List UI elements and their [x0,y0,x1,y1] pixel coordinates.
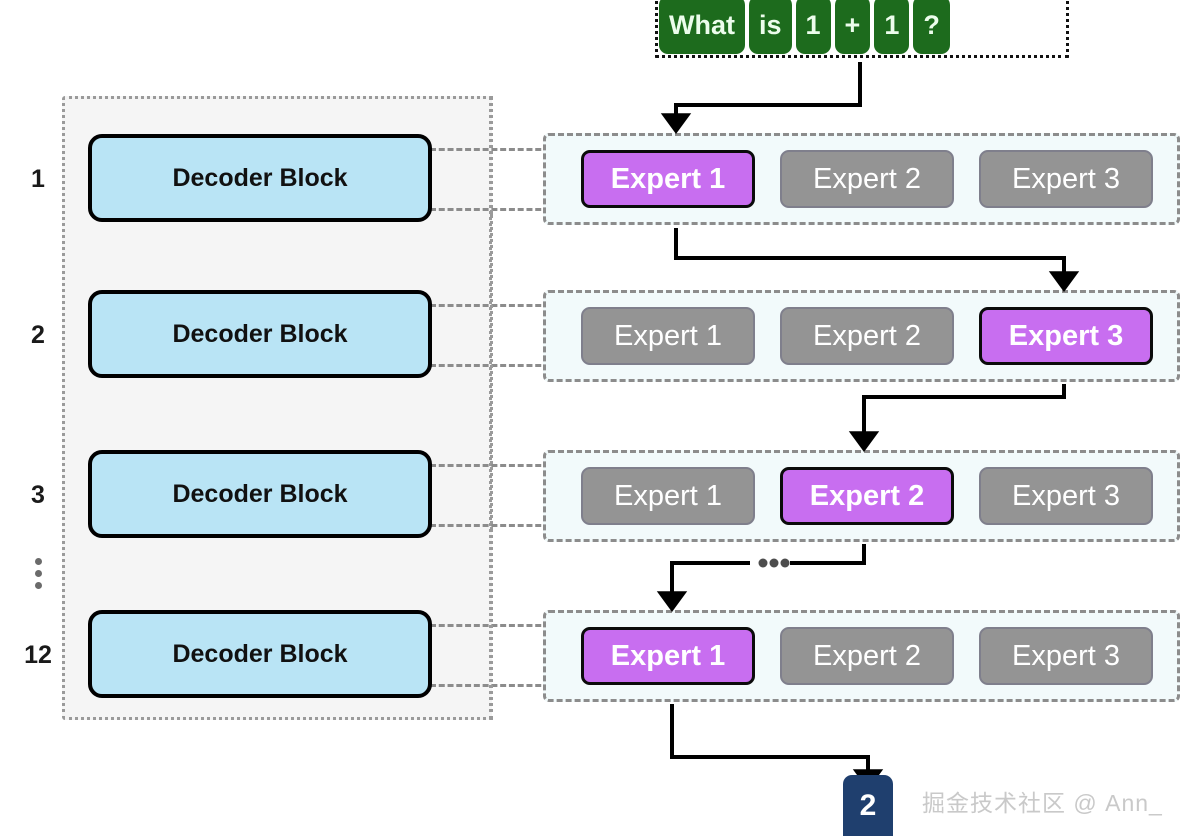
horizontal-ellipsis-icon [758,558,790,568]
spine-segment-mid [490,210,493,530]
expert-2-layer-3[interactable]: Expert 2 [780,467,954,525]
expert-row-layer-12: Expert 1 Expert 2 Expert 3 [543,610,1180,702]
prompt-token: ? [913,0,950,54]
prompt-token: What [659,0,745,54]
layer-number-2: 2 [31,321,45,349]
arrow-layer1-to-layer2 [674,228,1080,292]
expert-1-layer-12[interactable]: Expert 1 [581,627,755,685]
layer-number-12: 12 [24,641,52,669]
expert-1-layer-2[interactable]: Expert 1 [581,307,755,365]
arrow-ellipsis-to-layer12 [656,561,750,612]
expert-3-layer-2[interactable]: Expert 3 [979,307,1153,365]
expert-3-layer-1[interactable]: Expert 3 [979,150,1153,208]
prompt-token: is [748,0,792,54]
decoder-block-layer-1[interactable]: Decoder Block [88,134,432,222]
decoder-block-layer-2[interactable]: Decoder Block [88,290,432,378]
expert-1-layer-1[interactable]: Expert 1 [581,150,755,208]
expert-row-layer-1: Expert 1 Expert 2 Expert 3 [543,133,1180,225]
expert-3-layer-12[interactable]: Expert 3 [979,627,1153,685]
spine-segment-top [490,96,493,216]
decoder-block-layer-3[interactable]: Decoder Block [88,450,432,538]
expert-2-layer-12[interactable]: Expert 2 [780,627,954,685]
expert-3-layer-3[interactable]: Expert 3 [979,467,1153,525]
arrow-prompt-to-layer1 [660,62,862,134]
watermark-text: 掘金技术社区 @ Ann_ [922,790,1163,816]
prompt-token: 1 [874,0,910,54]
spine-segment-bottom [490,528,493,720]
prompt-token-group: What is 1 + 1 ? [655,0,1069,62]
vertical-ellipsis-icon [30,558,46,590]
prompt-dotted-border [655,0,1069,58]
arrow-layer3-to-ellipsis [790,544,866,565]
layer-number-1: 1 [31,165,45,193]
expert-row-layer-3: Expert 1 Expert 2 Expert 3 [543,450,1180,542]
arrow-layer2-to-layer3 [848,384,1066,452]
layer-number-3: 3 [31,481,45,509]
prompt-tokens: What is 1 + 1 ? [659,0,950,54]
prompt-token: 1 [795,0,831,54]
expert-1-layer-3[interactable]: Expert 1 [581,467,755,525]
expert-2-layer-1[interactable]: Expert 2 [780,150,954,208]
decoder-block-layer-12[interactable]: Decoder Block [88,610,432,698]
arrow-layer12-to-output [670,704,884,790]
output-token-box: 2 [843,775,893,836]
prompt-token: + [834,0,871,54]
expert-row-layer-2: Expert 1 Expert 2 Expert 3 [543,290,1180,382]
expert-2-layer-2[interactable]: Expert 2 [780,307,954,365]
